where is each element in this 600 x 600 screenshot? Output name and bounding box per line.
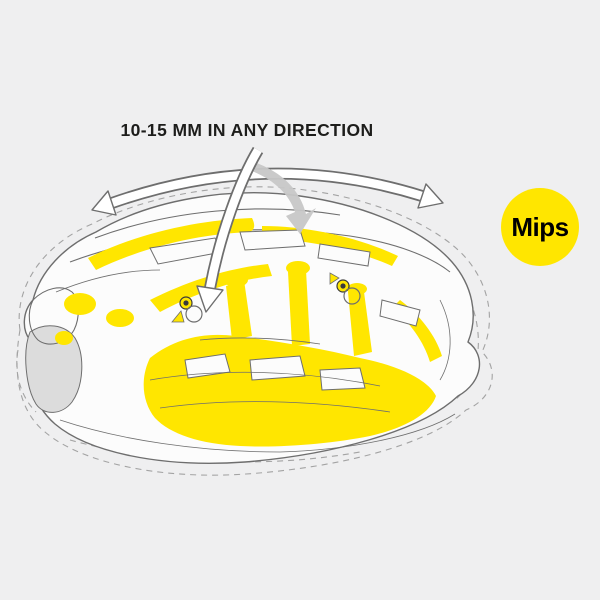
dashed-outer-outline — [16, 186, 493, 476]
liner-arm-cap — [347, 283, 367, 295]
shell-swoosh-arrow-icon — [252, 162, 316, 234]
mips-badge: Mips — [501, 188, 579, 266]
liner-arm — [288, 270, 310, 346]
rib-line — [94, 208, 341, 239]
liner-blob-left — [55, 331, 73, 345]
rib-over-liner — [199, 337, 321, 345]
rotation-arrow-left-head — [91, 190, 117, 216]
rib-line — [55, 269, 161, 293]
liner-arm — [226, 280, 252, 340]
displacement-arrow-band — [205, 147, 262, 289]
vent — [239, 229, 306, 251]
anchor-right — [329, 272, 361, 305]
bottom-edge-line — [59, 413, 456, 453]
dashed-front-left — [16, 349, 37, 413]
displacement-arrow-head — [196, 285, 224, 313]
vent — [317, 243, 371, 267]
front-panel — [25, 325, 83, 413]
liner-blob-left — [106, 309, 134, 327]
vent — [379, 299, 421, 327]
mips-badge-label: Mips — [511, 211, 569, 242]
liner-blob-left — [64, 293, 96, 315]
liner-arm — [348, 292, 372, 356]
rib-over-liner — [149, 371, 381, 387]
rib-over-liner — [159, 401, 391, 413]
anchor-open-circle — [185, 305, 203, 323]
front-vent-outline — [28, 287, 79, 345]
displacement-arrow-icon — [196, 146, 264, 313]
rotation-arrow-right-head — [417, 183, 444, 209]
vent — [319, 367, 366, 391]
helmet-vent-lattice — [149, 229, 421, 413]
diagram-title: 10-15 MM IN ANY DIRECTION — [120, 120, 374, 140]
liner-arm-cap — [224, 273, 248, 287]
tail-inner-line — [439, 299, 451, 381]
anchor-open-circle — [343, 287, 361, 305]
vent — [249, 355, 306, 381]
anchor-arrow-icon — [171, 310, 185, 323]
anchor-left — [171, 296, 203, 323]
liner-arm-cap — [286, 261, 310, 275]
anchor-dot — [183, 300, 189, 306]
liner-band-upper-left — [88, 218, 255, 270]
anchor-arrow-icon — [329, 272, 340, 285]
anchor-dot — [340, 283, 346, 289]
